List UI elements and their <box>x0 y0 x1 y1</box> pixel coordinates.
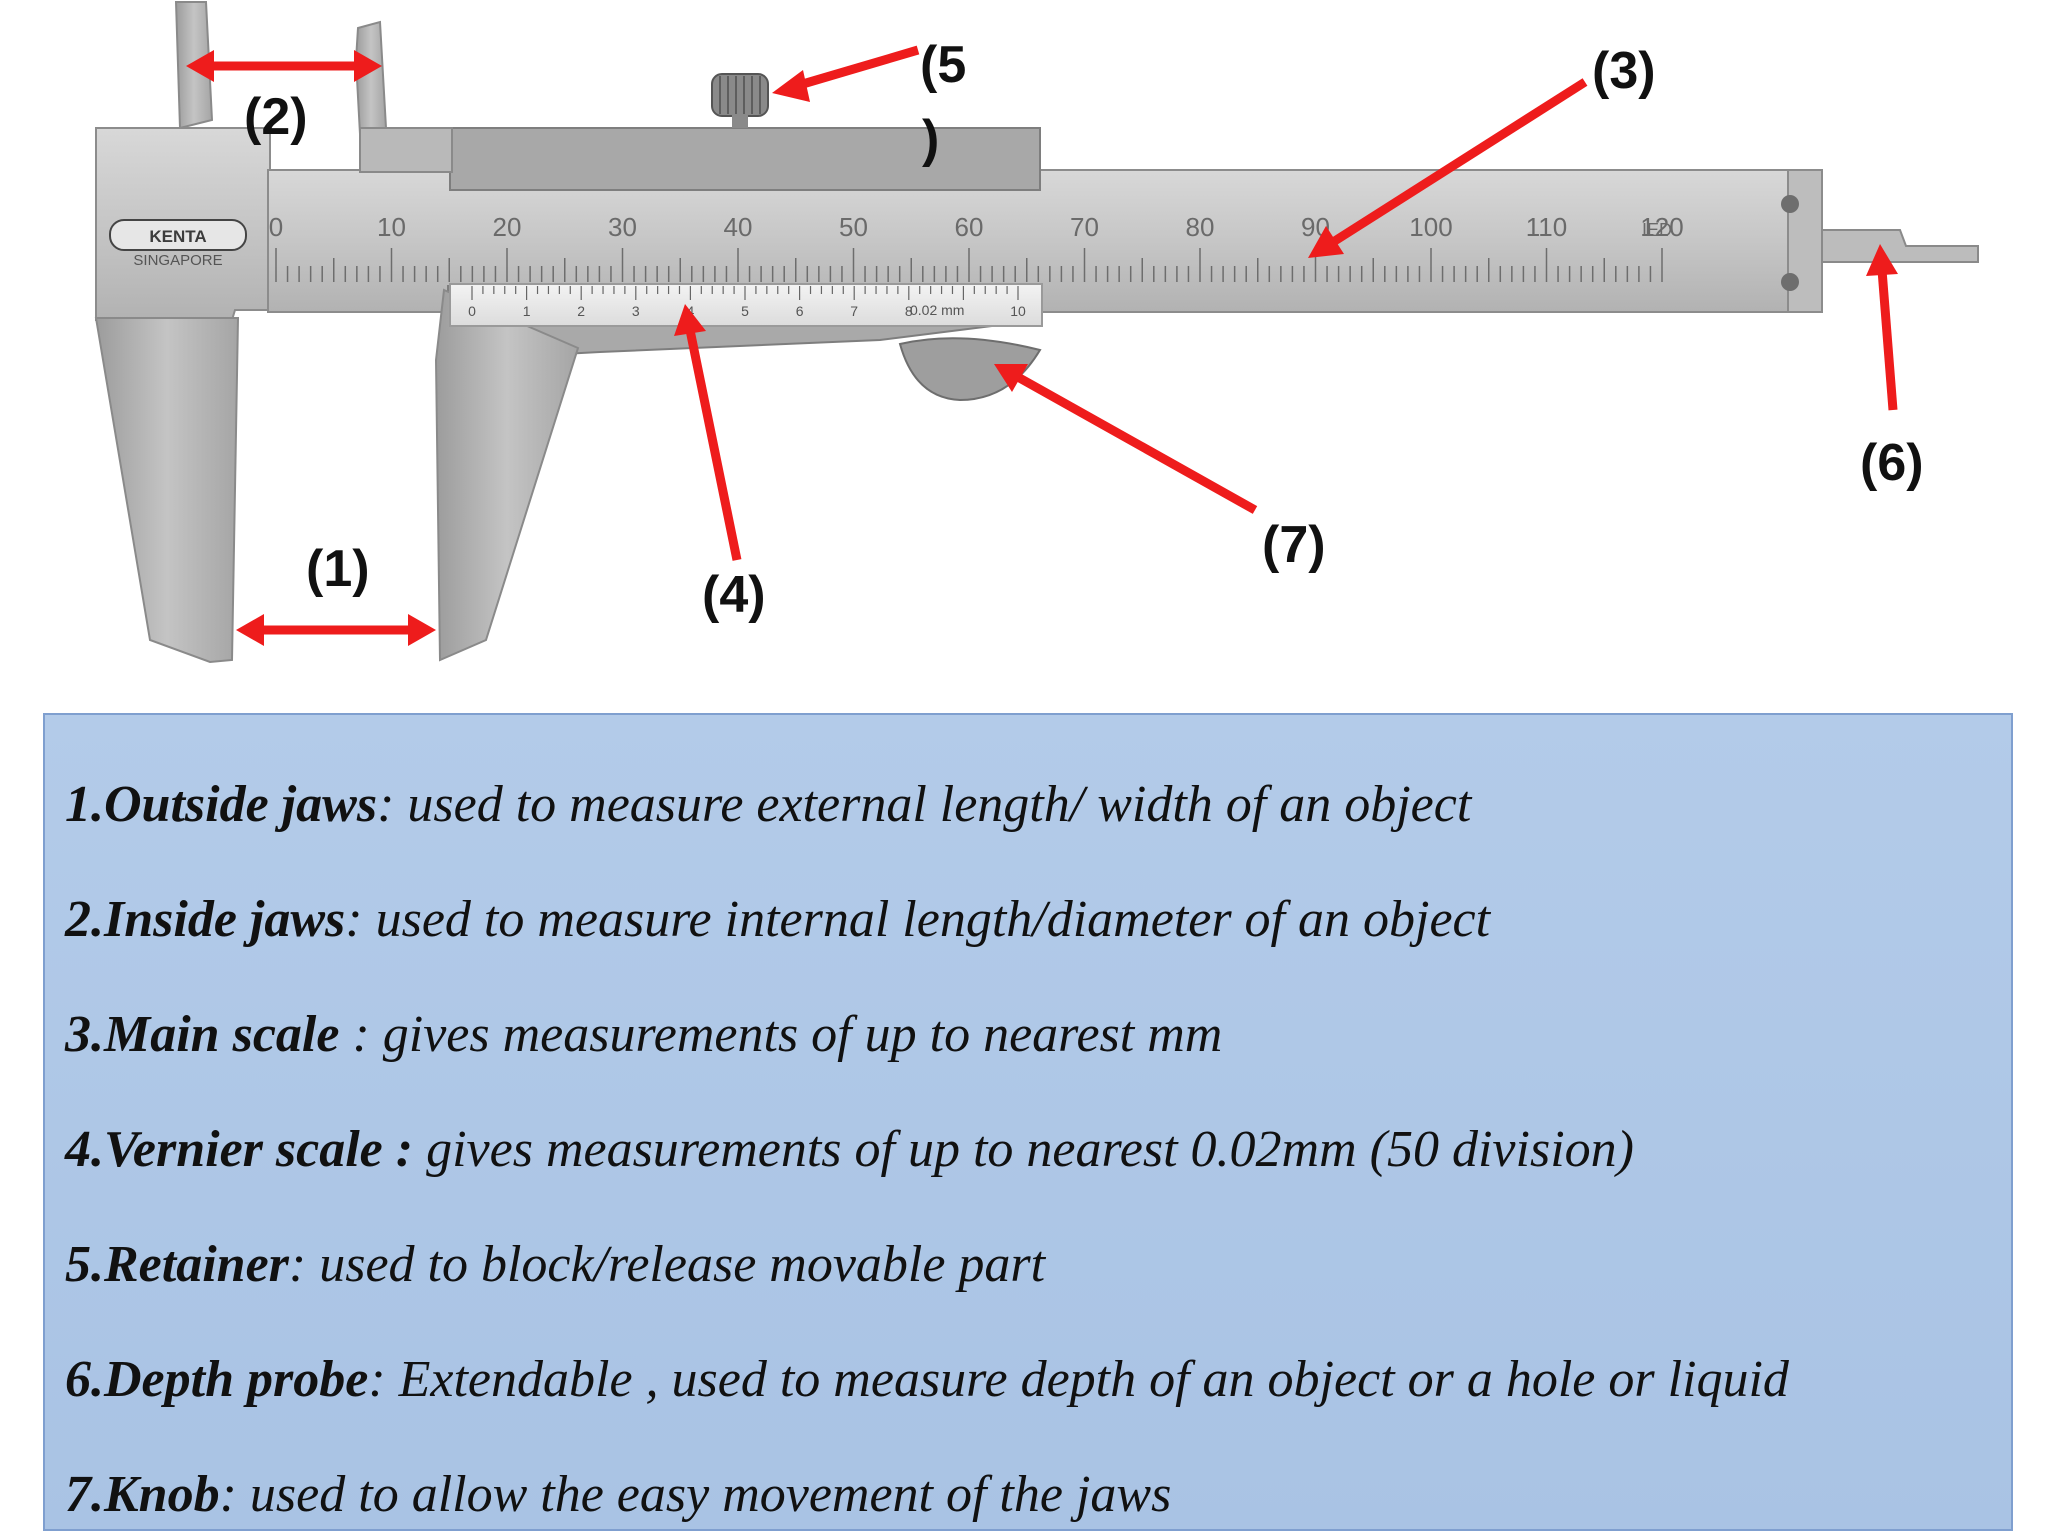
legend-item: 5.Retainer: used to block/release movabl… <box>65 1236 1046 1293</box>
slider-top-block <box>449 127 1041 191</box>
main-scale-label: 60 <box>955 212 984 242</box>
vernier-scale-label: 2 <box>577 303 585 319</box>
arrowhead-icon <box>772 70 810 102</box>
arrowhead-icon <box>186 50 214 82</box>
vernier-scale-label: 10 <box>1010 303 1026 319</box>
main-scale-label: 30 <box>608 212 637 242</box>
main-scale-suffix: IED <box>1642 220 1672 240</box>
depth-probe <box>1821 229 1979 263</box>
main-scale-label: 120 <box>1640 212 1683 242</box>
legend-box: 1.Outside jaws: used to measure external… <box>43 713 2013 1531</box>
screw-icon <box>1781 195 1799 213</box>
callout-label-5-paren: ) <box>922 110 939 168</box>
legend-item: 3.Main scale : gives measurements of up … <box>65 1006 1223 1063</box>
vernier-scale-label: 8 <box>905 303 913 319</box>
main-scale-label: 110 <box>1526 212 1567 242</box>
callout-label-6: (6) <box>1860 434 1924 492</box>
brand-plate <box>109 219 247 251</box>
arrowhead-icon <box>408 614 436 646</box>
arrowhead-icon <box>674 304 706 336</box>
vernier-scale-label: 6 <box>796 303 804 319</box>
main-scale-label: 0 <box>269 212 283 242</box>
arrowhead-icon <box>1866 244 1898 276</box>
main-scale-label: 100 <box>1409 212 1452 242</box>
callout-label-4: (4) <box>702 566 766 624</box>
arrowhead-icon <box>354 50 382 82</box>
fixed-outside-jaw <box>94 317 240 664</box>
callout-arrows <box>186 45 1898 646</box>
vernier-scale-label: 5 <box>741 303 749 319</box>
vernier-scale-labels: 0 1 2 3 4 5 6 7 8 10 <box>468 303 1026 319</box>
legend-item: 2.Inside jaws: used to measure internal … <box>65 891 1491 948</box>
main-scale-label: 80 <box>1186 212 1215 242</box>
legend-item: 1.Outside jaws: used to measure external… <box>65 776 1472 833</box>
vernier-unit-label: 0.02 mm <box>910 302 964 318</box>
vernier-scale-label: 0 <box>468 303 476 319</box>
vernier-scale-label: 1 <box>523 303 531 319</box>
main-scale-label: 40 <box>724 212 753 242</box>
legend-item: 4.Vernier scale : gives measurements of … <box>65 1121 1634 1178</box>
vernier-scale-label: 7 <box>850 303 858 319</box>
arrowhead-icon <box>994 364 1028 392</box>
beam-end-cap <box>1787 169 1823 313</box>
vernier-scale-label: 3 <box>632 303 640 319</box>
callout-label-1: (1) <box>306 540 370 598</box>
arrowhead-icon <box>236 614 264 646</box>
callout-label-5: (5 <box>920 36 966 94</box>
moving-outside-jaw <box>434 288 580 662</box>
main-scale-ticks <box>275 248 1663 282</box>
retainer-knurl <box>719 76 761 114</box>
main-scale-label: 10 <box>377 212 406 242</box>
brand-subtitle: SINGAPORE <box>133 252 222 269</box>
main-scale-label: 50 <box>839 212 868 242</box>
brand-name: KENTA <box>149 227 206 246</box>
screw-icon <box>1781 273 1799 291</box>
arrowhead-icon <box>1308 226 1344 258</box>
slider-neck <box>359 127 453 173</box>
callout-label-7: (7) <box>1262 516 1326 574</box>
callout-label-2: (2) <box>244 88 308 146</box>
legend-item: 6.Depth probe: Extendable , used to meas… <box>65 1351 1789 1408</box>
legend-item: 7.Knob: used to allow the easy movement … <box>65 1466 1172 1523</box>
main-scale-label: 70 <box>1070 212 1099 242</box>
vernier-scale-ticks <box>471 286 1019 300</box>
callout-label-3: (3) <box>1592 42 1656 100</box>
vernier-scale-label: 4 <box>687 303 695 319</box>
main-scale-label: 20 <box>493 212 522 242</box>
